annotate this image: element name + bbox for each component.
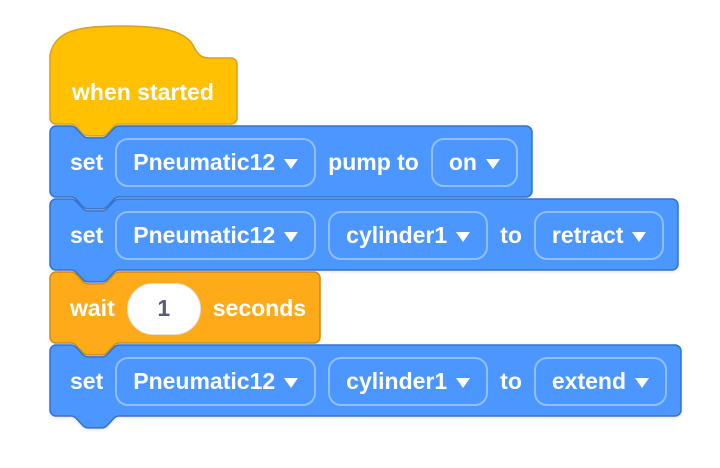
cylinder-state-dropdown-value: extend — [551, 368, 627, 394]
set-keyword-label: set — [70, 149, 104, 175]
cylinder-dropdown[interactable]: cylinder1 — [328, 357, 489, 406]
chevron-down-icon — [284, 231, 299, 242]
chevron-down-icon — [635, 377, 650, 388]
seconds-label: seconds — [212, 295, 307, 321]
set-keyword-label: set — [70, 222, 104, 248]
cylinder-state-dropdown-value: retract — [551, 222, 624, 248]
wait-keyword-label: wait — [70, 295, 115, 321]
pump-to-label: pump to — [328, 149, 419, 175]
chevron-down-icon — [456, 377, 471, 388]
chevron-down-icon — [284, 377, 299, 388]
cylinder-dropdown-value: cylinder1 — [346, 368, 448, 394]
device-dropdown-value: Pneumatic12 — [133, 222, 276, 248]
wait-seconds-input[interactable]: 1 — [126, 282, 201, 335]
cylinder-dropdown-value: cylinder1 — [346, 222, 448, 248]
chevron-down-icon — [456, 231, 471, 242]
set-pump-block[interactable]: set Pneumatic12 pump to on — [49, 125, 534, 210]
device-dropdown[interactable]: Pneumatic12 — [115, 138, 317, 187]
when-started-hat-block[interactable]: when started — [49, 25, 239, 137]
set-cylinder-retract-block[interactable]: set Pneumatic12 cylinder1 to retract — [49, 198, 680, 283]
cylinder-dropdown[interactable]: cylinder1 — [328, 211, 489, 260]
cylinder-state-dropdown[interactable]: extend — [533, 357, 668, 406]
device-dropdown[interactable]: Pneumatic12 — [115, 211, 317, 260]
pump-state-dropdown[interactable]: on — [430, 138, 518, 187]
set-keyword-label: set — [70, 368, 104, 394]
wait-block[interactable]: wait 1 seconds — [49, 271, 322, 356]
chevron-down-icon — [632, 231, 647, 242]
set-cylinder-extend-block[interactable]: set Pneumatic12 cylinder1 to extend — [49, 344, 683, 429]
cylinder-state-dropdown[interactable]: retract — [533, 211, 665, 260]
device-dropdown-value: Pneumatic12 — [133, 368, 276, 394]
device-dropdown[interactable]: Pneumatic12 — [115, 357, 317, 406]
to-label: to — [500, 222, 522, 248]
to-label: to — [500, 368, 522, 394]
pump-state-dropdown-value: on — [448, 149, 477, 175]
chevron-down-icon — [284, 158, 299, 169]
chevron-down-icon — [485, 158, 500, 169]
device-dropdown-value: Pneumatic12 — [133, 149, 276, 175]
hat-block-label: when started — [72, 79, 214, 105]
